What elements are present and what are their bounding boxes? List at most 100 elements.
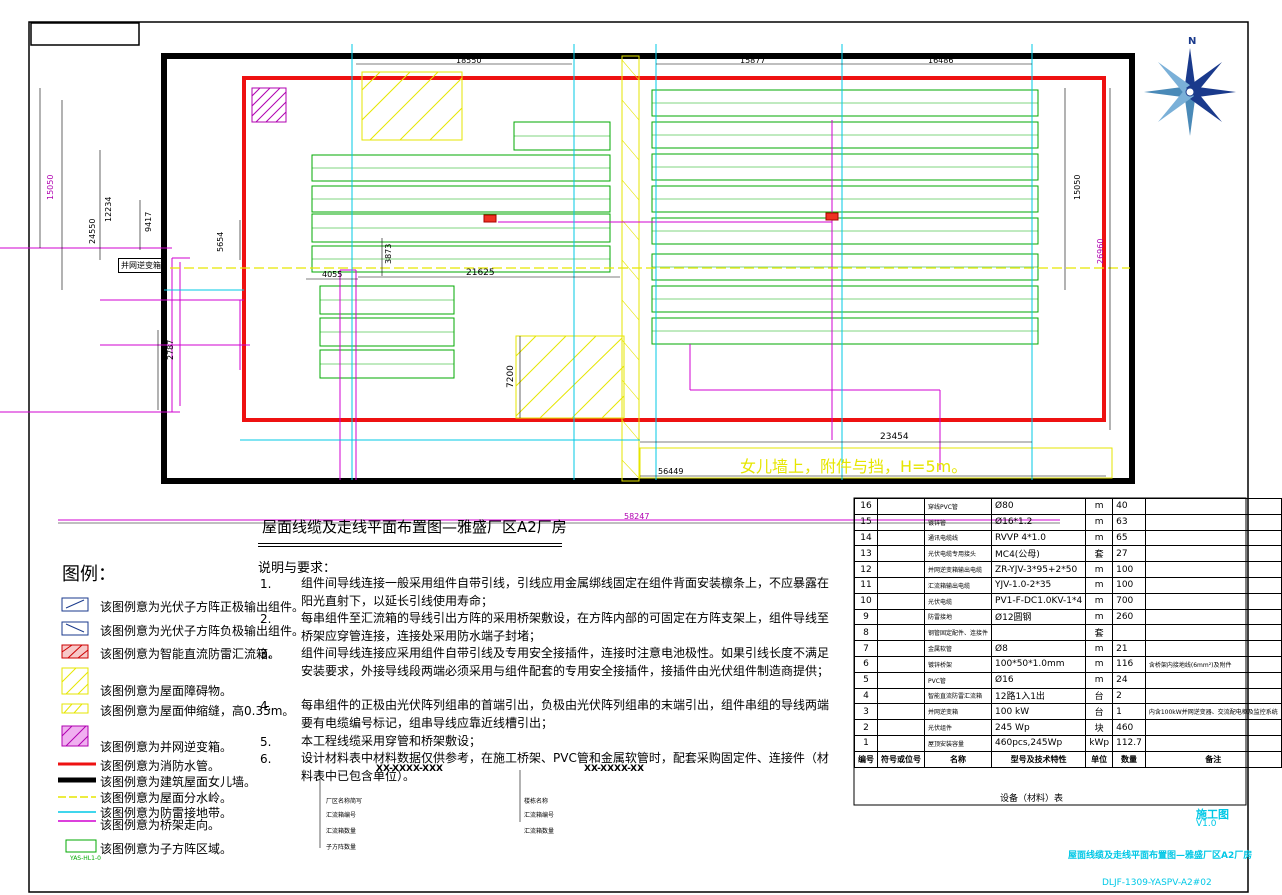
note-number: 3. <box>260 647 272 661</box>
drawing-number-stamp: DLJF-1309-YASPV-A2#02 <box>1102 878 1212 888</box>
cable-tray-route <box>0 120 1060 521</box>
bom-cell <box>1144 608 1282 626</box>
pv-array-right <box>651 89 1039 345</box>
lightning-grounding <box>164 44 1033 480</box>
label-callout: 子方阵数量 <box>326 844 357 851</box>
bom-cell: m <box>1085 498 1114 515</box>
dim-h-e: 58247 <box>624 512 650 521</box>
bom-cell: 7 <box>854 640 878 657</box>
bom-cell: kWp <box>1085 734 1114 752</box>
bom-cell: 9 <box>854 608 878 626</box>
dim-left-c: 9417 <box>144 211 153 232</box>
bom-cell: 套 <box>1085 624 1114 642</box>
dim-h-a: 4055 <box>322 270 343 279</box>
label-callout: 汇流箱数量 <box>326 828 357 835</box>
pv-array-left <box>311 121 611 379</box>
bom-cell: 100 <box>1112 576 1146 594</box>
note-number: 4. <box>260 699 272 713</box>
bom-cell <box>1144 576 1282 594</box>
bom-header-cell: 编号 <box>854 750 878 768</box>
label-example-a: XX-XXXX-XXX <box>376 764 443 774</box>
bom-cell <box>877 513 925 531</box>
roof-obstacle <box>515 335 625 419</box>
legend-item: 该图例意为光伏子方阵负极输出组件。 <box>100 624 305 638</box>
bom-cell <box>877 734 925 752</box>
bom-cell <box>991 624 1087 642</box>
label-callout: 厂区名称简写 <box>326 798 363 805</box>
fire-water-pipe <box>242 76 1106 422</box>
dim-h-d: 56449 <box>658 467 684 476</box>
bom-cell: 含桥架内接地线(6mm²)及附件 <box>1144 655 1282 673</box>
bom-cell: 屋顶安装容量 <box>923 734 993 752</box>
bom-cell: 245 Wp <box>991 719 1087 736</box>
bom-cell: 16 <box>854 498 878 515</box>
bom-cell: 100 <box>1112 561 1146 578</box>
bom-header-row: 编号符号或位号名称型号及技术特性单位数量备注 <box>854 750 1282 768</box>
bom-cell: m <box>1085 576 1114 594</box>
legend-item: 该图例意为桥架走向。 <box>100 818 221 832</box>
bom-cell <box>877 671 925 689</box>
bom-cell: Ø8 <box>991 640 1087 657</box>
bom-cell: 光伏电缆 <box>923 592 993 610</box>
bom-cell: 260 <box>1112 608 1146 626</box>
bom-cell <box>1144 719 1282 736</box>
bom-cell: MC4(公母) <box>991 545 1087 563</box>
parapet-wall <box>161 53 1135 484</box>
dim-v-b: 7200 <box>506 365 516 388</box>
bom-cell: 13 <box>854 545 878 563</box>
bom-cell: 14 <box>854 529 878 547</box>
bom-cell: 镀锌桥架 <box>923 655 993 673</box>
bom-cell: m <box>1085 671 1114 689</box>
bom-cell <box>1144 529 1282 547</box>
bom-cell: 100*50*1.0mm <box>991 655 1087 673</box>
module-grid <box>312 102 1038 365</box>
bom-cell: 内含100kW并网逆变器、交流配电柜及监控系统 <box>1144 703 1282 721</box>
bom-cell: RVVP 4*1.0 <box>991 529 1087 547</box>
bom-cell: 防雷接地 <box>923 608 993 626</box>
north-label: N <box>1188 36 1197 47</box>
bom-header-cell: 符号或位号 <box>877 750 925 768</box>
bom-cell: 1 <box>1112 703 1146 721</box>
legend-item: 该图例意为子方阵区域。 <box>100 842 233 856</box>
legend-item: 该图例意为屋面伸缩缝，高0.35m。 <box>100 704 295 718</box>
bom-cell <box>1144 561 1282 578</box>
bom-cell <box>877 561 925 578</box>
bom-cell <box>877 655 925 673</box>
note-text: 每串组件至汇流箱的导线引出方阵的采用桥架敷设，在方阵内部的可固定在方阵支架上，组… <box>301 611 830 643</box>
page-title: 屋面线缆及走线平面布置图—雅盛厂区A2厂房 <box>262 518 567 536</box>
bom-cell: Ø12圆钢 <box>991 608 1087 626</box>
bom-cell: Ø16*1.2 <box>991 513 1087 531</box>
bom-cell <box>1144 513 1282 531</box>
bom-cell: 通讯电缆线 <box>923 529 993 547</box>
dim-left-a: 24550 <box>88 218 97 244</box>
stage-stamp: 施工图 <box>1196 808 1229 821</box>
dim-right-b: 26960 <box>1096 238 1105 264</box>
label-example-b: XX-XXXX-XX <box>584 764 645 774</box>
inverter-box-label: 并网逆变箱 <box>118 258 164 273</box>
bom-cell: 块 <box>1085 719 1114 736</box>
bom-cell: YJV-1.0-2*35 <box>991 576 1087 594</box>
legend-item: 该图例意为屋面障碍物。 <box>100 684 233 698</box>
bom-cell: 10 <box>854 592 878 610</box>
bom-cell: 4 <box>854 687 878 705</box>
grid-inverter-box <box>251 87 287 123</box>
site-plan-drawing <box>0 21 1249 893</box>
note-text: 每串组件的正极由光伏阵列组串的首端引出，负极由光伏阵列组串的末端引出，组件串组的… <box>301 698 830 730</box>
bom-cell: 汇流箱输出电缆 <box>923 576 993 594</box>
bom-cell <box>877 640 925 657</box>
bom-cell: 套 <box>1085 545 1114 563</box>
bom-cell: 11 <box>854 576 878 594</box>
bom-cell: 12路1入1出 <box>991 687 1087 705</box>
bom-cell: m <box>1085 561 1114 578</box>
bom-cell: ZR-YJV-3*95+2*50 <box>991 561 1087 578</box>
